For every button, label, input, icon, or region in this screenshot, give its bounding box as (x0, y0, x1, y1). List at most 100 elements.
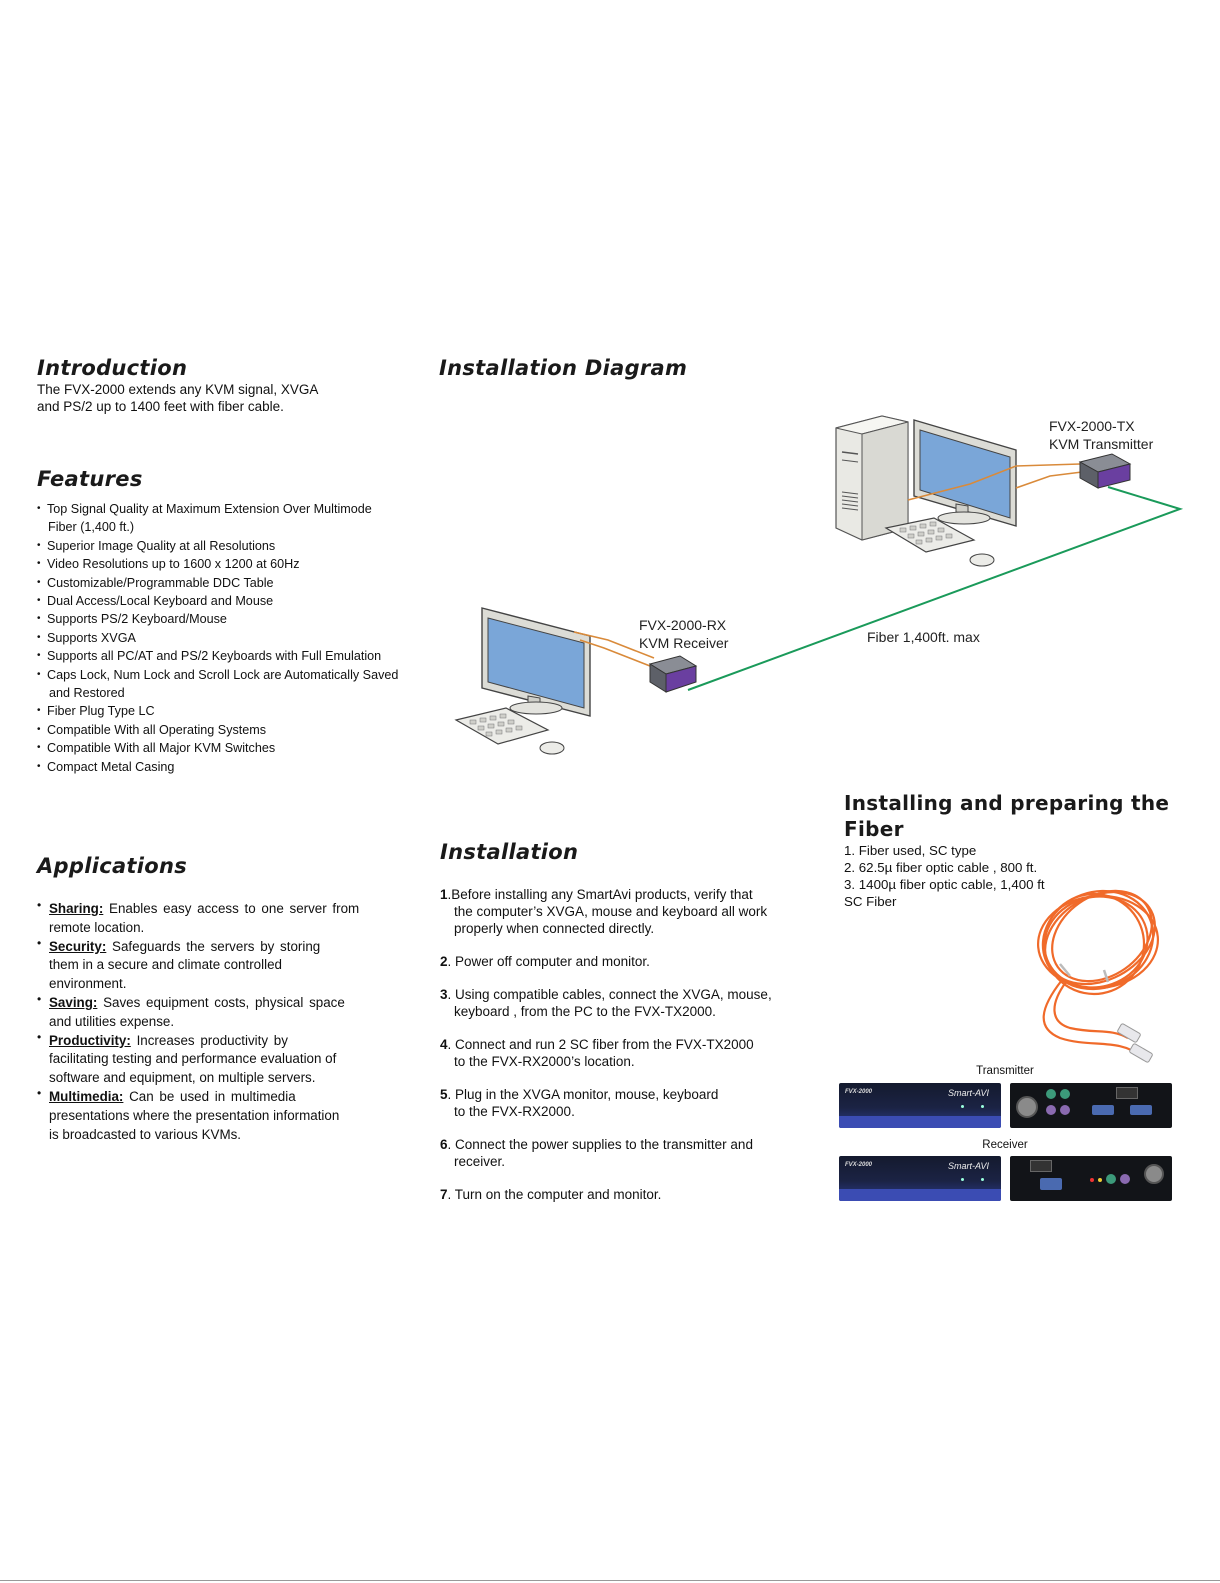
feature-item-continued: Fiber (1,400 ft.) (48, 520, 135, 535)
receiver-kvm-cables (573, 631, 655, 667)
feature-item-continued: and Restored (49, 686, 125, 701)
receiver-back-panel-image (1010, 1156, 1172, 1201)
transmitter-box-icon (1078, 453, 1132, 489)
application-text: Increases productivity by (130, 1032, 288, 1048)
feature-item: Fiber Plug Type LC (37, 702, 398, 721)
fiber-prep-list: 1. Fiber used, SC type 2. 62.5µ fiber op… (844, 842, 1174, 910)
application-text: Safeguards the servers by storing (106, 938, 321, 954)
step-number: 2 (440, 954, 448, 969)
step-text: Turn on the computer and monitor. (454, 1187, 662, 1202)
receiver-front-panel-image: FVX-2000 Smart-AVI (839, 1156, 1001, 1201)
transmitter-desc: KVM Transmitter (1049, 436, 1154, 452)
application-item: •Saving: Saves equipment costs, physical… (37, 992, 367, 1032)
applications-list: •Sharing: Enables easy access to one ser… (37, 898, 367, 1144)
installation-step: 5. Plug in the XVGA monitor, mouse, keyb… (440, 1086, 790, 1120)
step-text: to the FVX-RX2000’s location. (454, 1054, 635, 1069)
feature-item: Compatible With all Operating Systems (37, 721, 398, 740)
installation-diagram-heading: Installation Diagram (439, 356, 688, 380)
installation-steps: 1.Before installing any SmartAvi product… (440, 886, 790, 1203)
introduction-text: The FVX-2000 extends any KVM signal, XVG… (37, 381, 318, 415)
step-text: receiver. (454, 1154, 506, 1169)
application-term: Security: (49, 938, 107, 954)
application-term: Saving: (49, 994, 98, 1010)
step-text: Plug in the XVGA monitor, mouse, keyboar… (455, 1087, 719, 1102)
receiver-front-model: FVX-2000 (845, 1162, 873, 1168)
step-number: 5 (440, 1087, 448, 1102)
application-text: software and equipment, on multiple serv… (49, 1070, 316, 1086)
receiver-box-icon (648, 655, 698, 693)
application-text: remote location. (49, 919, 145, 935)
application-text: presentations where the presentation inf… (49, 1107, 340, 1123)
fiber-prep-section: Installing and preparing the Fiber 1. Fi… (844, 790, 1174, 910)
installation-step: 2. Power off computer and monitor. (440, 953, 790, 970)
step-text: Power off computer and monitor. (455, 954, 650, 969)
fiber-prep-line: 1. Fiber used, SC type (844, 843, 977, 858)
application-term: Multimedia: (49, 1088, 124, 1104)
feature-item: Top Signal Quality at Maximum Extension … (37, 500, 398, 519)
step-text: the computer’s XVGA, mouse and keyboard … (454, 904, 768, 919)
application-text: them in a secure and climate controlled (49, 957, 282, 973)
installation-step: 3. Using compatible cables, connect the … (440, 986, 790, 1020)
fiber-prep-line: 2. 62.5µ fiber optic cable , 800 ft. (844, 860, 1038, 875)
installation-step: 4. Connect and run 2 SC fiber from the F… (440, 1036, 790, 1070)
step-number: 6 (440, 1137, 448, 1152)
receiver-mouse-icon (539, 741, 565, 755)
application-term: Sharing: (49, 901, 104, 916)
installation-step: 6. Connect the power supplies to the tra… (440, 1136, 790, 1170)
transmitter-caption: Transmitter (976, 1065, 1034, 1077)
features-heading: Features (37, 467, 143, 491)
feature-item: Dual Access/Local Keyboard and Mouse (37, 592, 398, 611)
intro-line: The FVX-2000 extends any KVM signal, XVG… (37, 382, 319, 397)
step-text: properly when connected directly. (454, 921, 655, 936)
feature-item: Supports XVGA (37, 629, 398, 648)
application-text: Enables easy access to one server from (103, 901, 360, 916)
step-separator: . (447, 1087, 456, 1102)
application-term: Productivity: (49, 1032, 131, 1048)
transmitter-front-model: FVX-2000 (845, 1089, 873, 1095)
introduction-heading: Introduction (37, 356, 188, 380)
step-separator: . (447, 954, 456, 969)
installation-step: 7. Turn on the computer and monitor. (440, 1186, 790, 1203)
feature-item: Customizable/Programmable DDC Table (37, 574, 398, 593)
installation-diagram (454, 415, 1184, 755)
application-text: environment. (49, 976, 127, 992)
fiber-prep-heading-line: Fiber (844, 817, 904, 841)
feature-item: Compatible With all Major KVM Switches (37, 739, 398, 758)
page-bottom-rule (0, 1580, 1220, 1581)
application-text: is broadcasted to various KVMs. (49, 1126, 242, 1142)
application-text: Can be used in multimedia (123, 1088, 296, 1104)
transmitter-back-panel-image (1010, 1083, 1172, 1128)
installation-step: 1.Before installing any SmartAvi product… (440, 886, 790, 937)
fiber-prep-heading-line: Installing and preparing the (844, 791, 1170, 815)
step-text: Connect the power supplies to the transm… (455, 1137, 753, 1152)
receiver-caption: Receiver (982, 1139, 1028, 1151)
receiver-desc: KVM Receiver (639, 635, 729, 651)
step-separator: . (447, 1187, 455, 1202)
receiver-front-brand: Smart-AVI (947, 1161, 989, 1171)
fiber-prep-line: SC Fiber (844, 894, 897, 909)
receiver-label: FVX-2000-RX KVM Receiver (639, 616, 728, 652)
receiver-monitor-icon (481, 607, 591, 717)
receiver-model: FVX-2000-RX (639, 617, 727, 633)
step-text: Before installing any SmartAvi products,… (451, 887, 753, 902)
application-item: •Security: Safeguards the servers by sto… (37, 936, 367, 994)
transmitter-kvm-cables (907, 463, 1083, 501)
step-number: 7 (440, 1187, 448, 1202)
application-item: •Sharing: Enables easy access to one ser… (37, 898, 367, 938)
fiber-prep-line: 3. 1400µ fiber optic cable, 1,400 ft (844, 877, 1045, 892)
transmitter-monitor-icon (913, 419, 1017, 527)
fiber-distance-label: Fiber 1,400ft. max (867, 629, 980, 645)
step-number: 3 (440, 987, 448, 1002)
transmitter-front-brand: Smart-AVI (947, 1088, 989, 1098)
step-text: to the FVX-RX2000. (454, 1104, 575, 1119)
features-section: Features Top Signal Quality at Maximum E… (37, 467, 398, 777)
tower-computer-icon (835, 415, 909, 541)
step-separator: . (447, 987, 456, 1002)
transmitter-label: FVX-2000-TX KVM Transmitter (1049, 417, 1153, 453)
step-text: Using compatible cables, connect the XVG… (455, 987, 772, 1002)
transmitter-mouse-icon (969, 553, 995, 567)
fiber-prep-heading: Installing and preparing the Fiber (844, 790, 1174, 842)
applications-section: Applications •Sharing: Enables easy acce… (37, 854, 367, 1144)
applications-heading: Applications (37, 854, 188, 878)
installation-heading: Installation (440, 840, 579, 864)
